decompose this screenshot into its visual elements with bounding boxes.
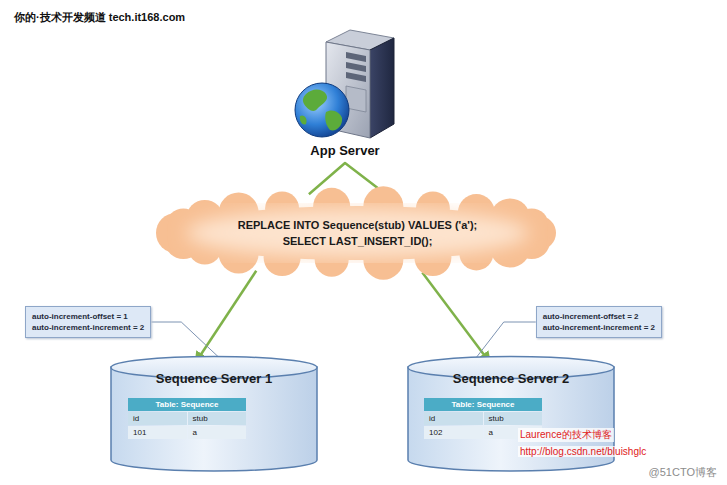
continent [303, 90, 327, 111]
drive-slot [346, 62, 366, 72]
table-cell: 102 [424, 426, 483, 439]
config-line: auto-increment-increment = 2 [32, 322, 144, 333]
table-title: Table: Sequence [424, 398, 542, 411]
globe [295, 83, 349, 137]
sequence-arrow [422, 273, 490, 363]
database-cylinder: Table: Sequenceidstub101a Sequence Server… [110, 356, 318, 472]
config-callout: auto-increment-offset = 2auto-increment-… [536, 306, 662, 338]
table-cell: 101 [128, 426, 187, 439]
app-server-node: App Server [280, 25, 410, 163]
cylinder-body [111, 367, 317, 471]
cloud-highlight [186, 208, 529, 258]
blog-url: http://blog.csdn.net/bluishglc [518, 446, 648, 457]
table-cell: id [424, 412, 483, 425]
server-title: Sequence Server 1 [110, 371, 318, 386]
drive-slot [346, 52, 366, 62]
sql-statement: SELECT LAST_INSERT_ID(); [283, 233, 433, 249]
cloud-shape [155, 188, 560, 278]
continent [300, 115, 307, 124]
server-icon [295, 30, 394, 138]
table-title: Table: Sequence [128, 398, 246, 411]
server-title: Sequence Server 2 [407, 371, 615, 386]
sequence-arrow [195, 271, 256, 363]
config-line: auto-increment-offset = 2 [543, 311, 655, 322]
server-label: App Server [310, 143, 379, 158]
config-line: auto-increment-increment = 2 [543, 322, 655, 333]
sql-cloud: REPLACE INTO Sequence(stub) VALUES ('a')… [155, 188, 560, 278]
table-cell: a [188, 426, 247, 439]
sequence-table: Table: Sequenceidstub101a [128, 398, 246, 439]
cloud-body [156, 186, 556, 279]
site-watermark: 你的·技术开发频道 tech.it168.com [12, 10, 187, 25]
config-line: auto-increment-offset = 1 [32, 311, 144, 322]
table-cell: stub [188, 412, 247, 425]
site-watermark: @51CTO博客 [647, 465, 719, 480]
sql-statement: REPLACE INTO Sequence(stub) VALUES ('a')… [238, 217, 478, 233]
blog-watermark: Laurence的技术博客 [518, 428, 614, 442]
drive-slot [346, 72, 366, 82]
table-cell: id [128, 412, 187, 425]
server-side [370, 38, 394, 138]
config-callout: auto-increment-offset = 1auto-increment-… [25, 306, 151, 338]
continent [325, 110, 342, 130]
table-cell: stub [484, 412, 543, 425]
